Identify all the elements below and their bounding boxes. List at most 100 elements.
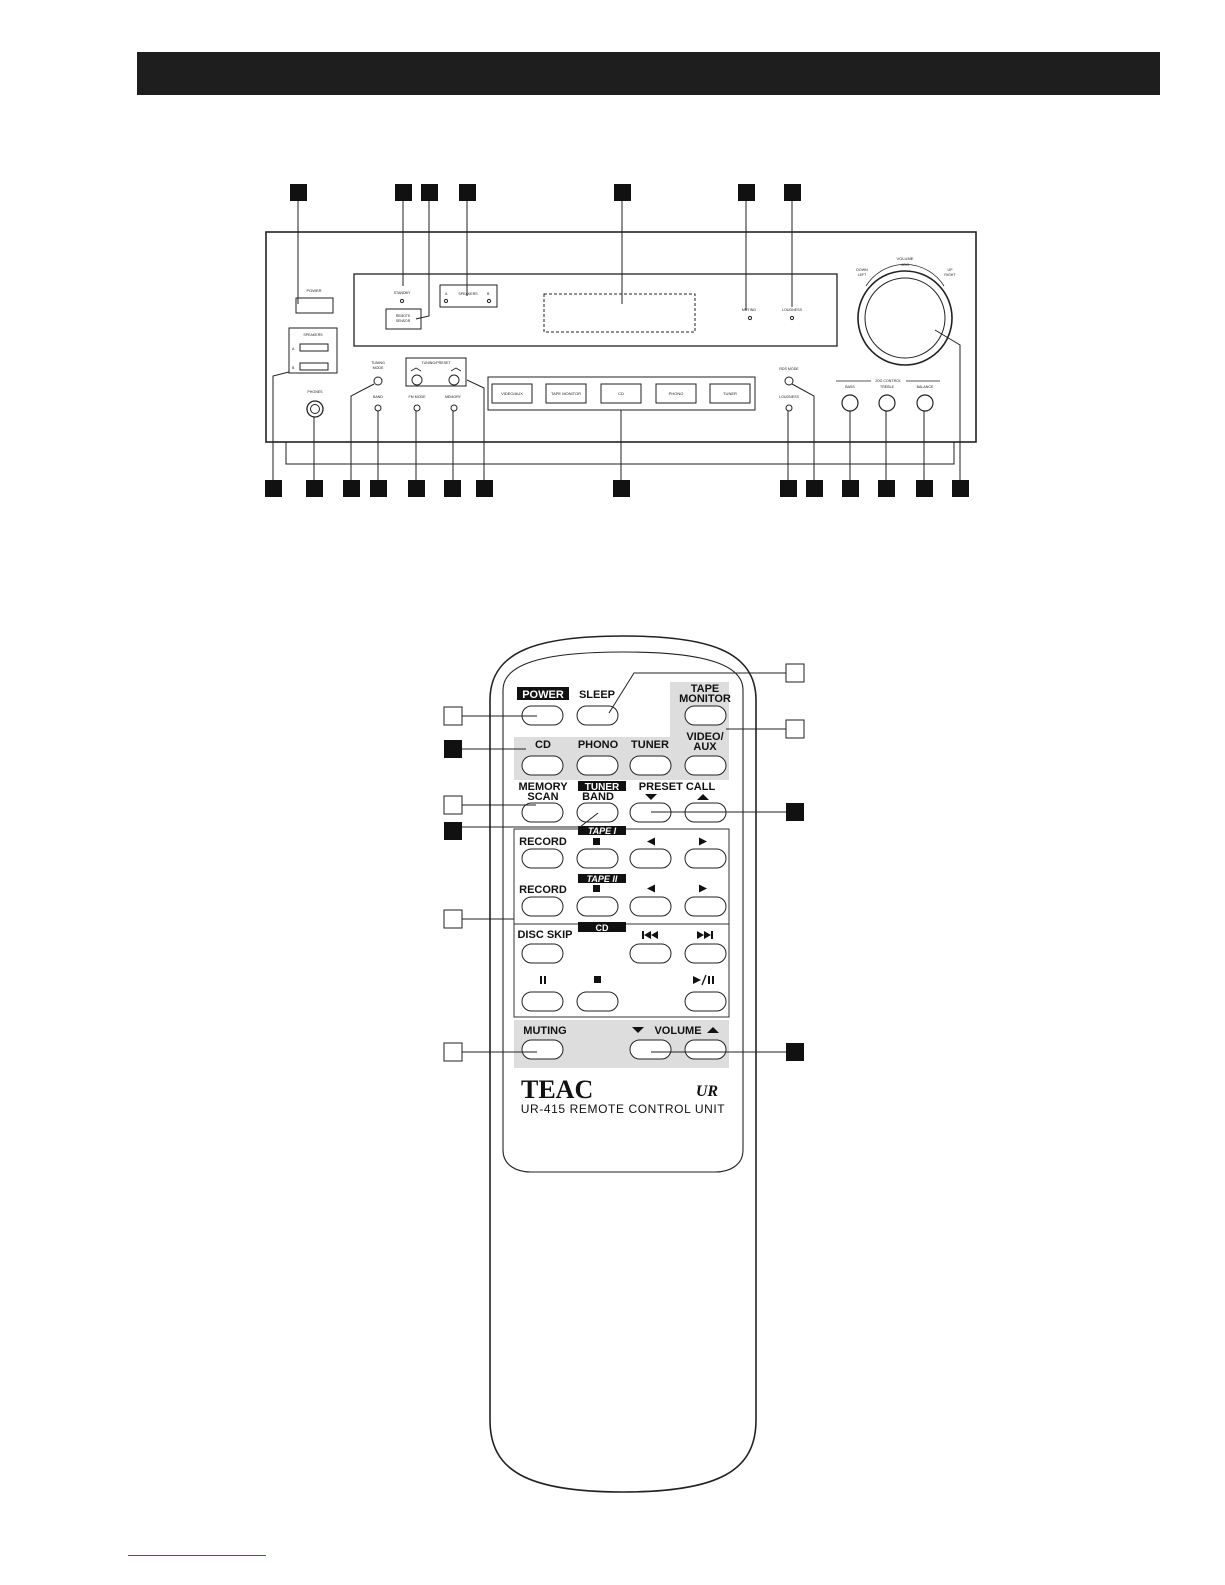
band-button[interactable] bbox=[374, 404, 382, 412]
tuning-up-button[interactable] bbox=[448, 374, 460, 386]
phono-label: PHONO bbox=[578, 739, 619, 751]
memory-scan-label-1: MEMORY bbox=[518, 781, 568, 793]
remote-sensor-label-1: REMOTE bbox=[396, 314, 411, 318]
source-button-video-aux[interactable] bbox=[491, 383, 533, 404]
band-button[interactable] bbox=[576, 802, 619, 823]
source-button-phono[interactable] bbox=[655, 383, 697, 404]
memory-scan-button[interactable] bbox=[521, 802, 564, 823]
tape2-reverse-button[interactable] bbox=[629, 896, 672, 917]
tape2-tag-label: TAPE II bbox=[587, 874, 618, 884]
speakers-selector-box bbox=[288, 327, 338, 374]
cd-tag-label: CD bbox=[596, 923, 609, 933]
tape1-play-button[interactable] bbox=[684, 848, 727, 869]
cd-play-pause-button[interactable] bbox=[684, 991, 727, 1012]
source-label-tape-monitor: TAPE MONITOR bbox=[551, 391, 581, 396]
band-label: BAND bbox=[582, 791, 614, 803]
callout-marker bbox=[614, 184, 631, 201]
callout-marker bbox=[443, 1042, 463, 1062]
video-aux-label-2: AUX bbox=[693, 741, 717, 753]
callout-marker bbox=[444, 480, 461, 497]
callout-marker bbox=[785, 719, 805, 739]
callout-marker bbox=[443, 909, 463, 929]
fm-mode-button[interactable] bbox=[413, 404, 421, 412]
volume-knob-outer[interactable] bbox=[857, 270, 953, 366]
speakers-indicator-b: B bbox=[487, 292, 490, 296]
remote-control: POWER SLEEP TAPE MONITOR CD PHONO TUNER … bbox=[489, 635, 757, 1493]
tape2-play-button[interactable] bbox=[684, 896, 727, 917]
phones-jack-inner bbox=[310, 404, 320, 414]
callout-marker bbox=[395, 184, 412, 201]
cd-pause-button[interactable] bbox=[521, 991, 564, 1012]
speakers-a-indicator bbox=[443, 298, 449, 304]
tape1-record-button[interactable] bbox=[521, 848, 564, 869]
video-aux-button[interactable] bbox=[684, 755, 727, 776]
memory-label: MEMORY bbox=[445, 395, 462, 399]
display-window bbox=[353, 273, 838, 347]
leader-line bbox=[272, 371, 290, 480]
muting-indicator bbox=[747, 315, 753, 321]
volume-label: VOLUME bbox=[654, 1025, 701, 1037]
treble-button[interactable] bbox=[878, 394, 896, 412]
loudness-button[interactable] bbox=[785, 404, 793, 412]
remote-leaders bbox=[462, 672, 786, 1053]
source-button-cd[interactable] bbox=[600, 383, 642, 404]
muting-button[interactable] bbox=[521, 1039, 564, 1060]
receiver-top-leaders bbox=[297, 201, 793, 320]
tape1-play-icon bbox=[699, 837, 707, 846]
skip-back-button[interactable] bbox=[629, 943, 672, 964]
tuning-down-button[interactable] bbox=[411, 374, 423, 386]
footer-link-underline bbox=[128, 1555, 266, 1556]
speakers-b-indicator bbox=[486, 298, 492, 304]
ur-logo: UR bbox=[696, 1083, 719, 1100]
tape1-reverse-button[interactable] bbox=[629, 848, 672, 869]
source-button-tape-monitor[interactable] bbox=[545, 383, 587, 404]
balance-button[interactable] bbox=[916, 394, 934, 412]
phones-jack[interactable] bbox=[306, 400, 324, 418]
callout-marker bbox=[306, 480, 323, 497]
leader-line bbox=[934, 329, 961, 480]
tape-monitor-label-1: TAPE bbox=[691, 683, 720, 695]
rds-mode-button[interactable] bbox=[784, 376, 794, 386]
volume-down-icon bbox=[632, 1027, 644, 1033]
leader-line bbox=[791, 383, 815, 480]
disc-skip-button[interactable] bbox=[521, 943, 564, 964]
volume-up-button[interactable] bbox=[684, 1039, 727, 1060]
bass-button[interactable] bbox=[841, 394, 859, 412]
receiver-panel: POWER STANDBY REMOTE SENSOR SPEAKERS A B… bbox=[265, 231, 977, 465]
tape2-stop-icon bbox=[593, 885, 600, 892]
tape1-tag-label: TAPE I bbox=[588, 826, 617, 836]
memory-button[interactable] bbox=[450, 404, 458, 412]
tuner-tag-label: TUNER bbox=[585, 782, 620, 793]
treble-label: TREBLE bbox=[880, 385, 895, 389]
source-button-tuner[interactable] bbox=[709, 383, 751, 404]
tuning-preset-box bbox=[405, 357, 467, 387]
tape2-stop-button[interactable] bbox=[576, 896, 619, 917]
leader-line bbox=[415, 201, 430, 320]
source-label-tuner: TUNER bbox=[723, 391, 737, 396]
speakers-b-switch[interactable] bbox=[299, 362, 329, 371]
muting-indicator-label: MUTING bbox=[742, 308, 756, 312]
phono-button[interactable] bbox=[576, 755, 619, 776]
brand-logo: TEAC bbox=[521, 1075, 593, 1104]
skip-forward-button[interactable] bbox=[684, 943, 727, 964]
callout-marker bbox=[370, 480, 387, 497]
tape1-stop-button[interactable] bbox=[576, 848, 619, 869]
jog-arc bbox=[865, 264, 945, 287]
volume-down-button[interactable] bbox=[629, 1039, 672, 1060]
tape2-play-icon bbox=[699, 884, 707, 893]
tape2-record-button[interactable] bbox=[521, 896, 564, 917]
receiver-top-callouts bbox=[290, 184, 801, 201]
power-switch[interactable] bbox=[295, 297, 334, 314]
tape-monitor-button[interactable] bbox=[684, 705, 727, 726]
tuning-mode-button[interactable] bbox=[373, 376, 383, 386]
tape1-tag bbox=[578, 826, 626, 835]
jog-control-label: JOG CONTROL bbox=[875, 379, 901, 383]
callout-marker bbox=[343, 480, 360, 497]
sleep-button[interactable] bbox=[576, 705, 619, 726]
tuning-mode-label-2: MODE bbox=[373, 366, 384, 370]
cd-stop-button[interactable] bbox=[576, 991, 619, 1012]
cd-button[interactable] bbox=[521, 755, 564, 776]
speakers-a-switch[interactable] bbox=[299, 343, 329, 352]
tuner-button[interactable] bbox=[629, 755, 672, 776]
fm-mode-label: FM MODE bbox=[409, 395, 427, 399]
